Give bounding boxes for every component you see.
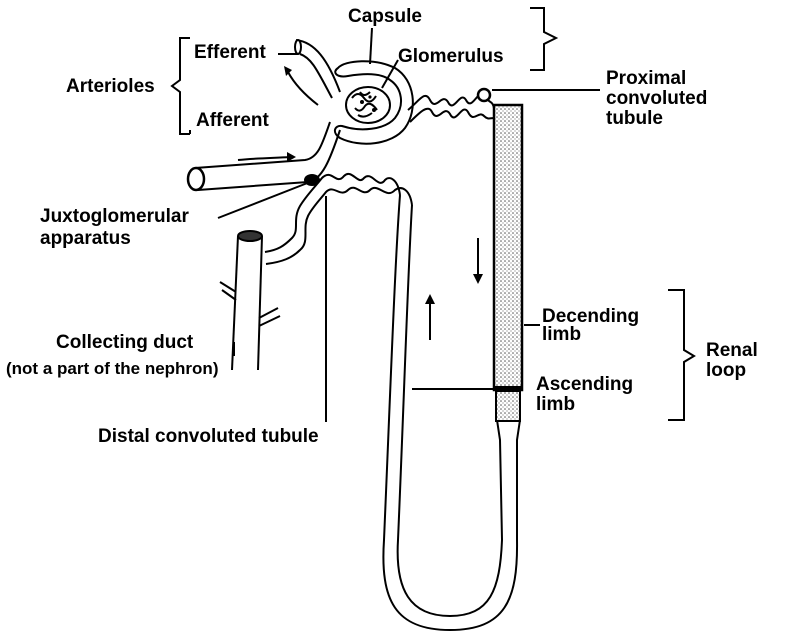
juxta-leader: [217, 181, 311, 219]
afferent-arteriole: [194, 121, 331, 169]
descending-flow-arrow: [473, 238, 483, 284]
decending-label-line2: limb: [542, 324, 581, 345]
proximal-label-line2: convoluted: [606, 88, 707, 109]
decending-label-line1: Decending: [542, 306, 639, 327]
glomerulus: [345, 86, 391, 124]
collecting-duct-label: Collecting duct: [56, 332, 194, 353]
glomerulus-leader: [381, 59, 399, 89]
limb-divider: [494, 386, 522, 391]
ascending-label-line1: Ascending: [536, 374, 633, 395]
arterioles-label: Arterioles: [66, 76, 155, 97]
glomerulus-label: Glomerulus: [398, 46, 504, 67]
proximal-label-line3: tubule: [606, 108, 663, 129]
renal-label-line1: Renal: [706, 340, 758, 361]
proximal-knob: [476, 87, 492, 103]
afferent-label: Afferent: [196, 110, 270, 131]
juxta-label-line2: apparatus: [40, 228, 131, 249]
afferent-flow-arrow: [237, 156, 291, 161]
bowmans-capsule: [334, 60, 414, 145]
arterioles-bracket: [170, 37, 190, 135]
ascending-flow-arrow: [425, 294, 435, 340]
distal-label: Distal convoluted tubule: [98, 426, 319, 447]
capsule-bracket: [530, 7, 559, 71]
ascending-limb-segment: [495, 390, 521, 422]
distal-convoluted-tubule: [264, 173, 401, 253]
renal-label-line2: loop: [706, 360, 746, 381]
efferent-flow-arrow: [287, 71, 319, 106]
renal-loop-bracket: [668, 289, 696, 421]
proximal-label-line1: Proximal: [606, 68, 686, 89]
capsule-leader: [369, 27, 373, 65]
efferent-arteriole: [295, 39, 341, 93]
not-part-label: (not a part of the nephron): [6, 359, 218, 378]
ascending-label-line2: limb: [536, 394, 575, 415]
capsule-label: Capsule: [348, 6, 422, 27]
collecting-duct: [219, 230, 281, 371]
efferent-label: Efferent: [194, 42, 266, 63]
descending-limb: [492, 103, 524, 392]
afferent-opening: [186, 166, 206, 192]
juxta-label-line1: Juxtoglomerular: [40, 206, 189, 227]
renal-loop-tube: [382, 194, 521, 632]
